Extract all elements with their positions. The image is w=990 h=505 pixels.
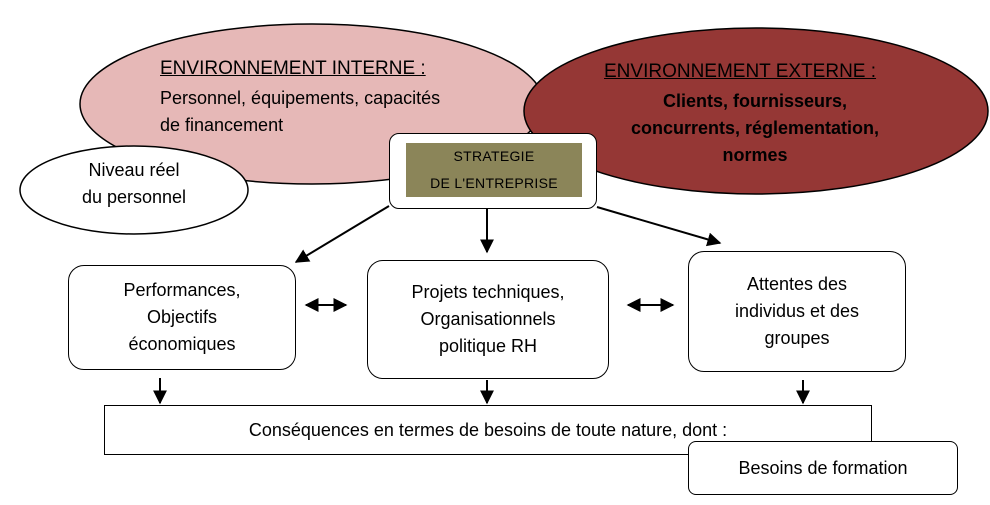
strategy-line: STRATEGIE [453,148,535,164]
internal-environment-text: Personnel, équipements, capacités de fin… [160,85,490,139]
external-environment-line: normes [722,145,788,165]
box-line: Attentes des [746,274,848,294]
box-line: économiques [128,334,236,354]
strategy-box: STRATEGIE DE L'ENTREPRISE [389,133,597,209]
box-line: Organisationnels [420,309,556,329]
performance-objectives-box: Performances, Objectifs économiques [68,265,296,370]
consequences-text: Conséquences en termes de besoins de tou… [248,419,728,440]
staff-level-line: du personnel [81,187,187,207]
strategy-label: STRATEGIE DE L'ENTREPRISE [406,143,582,197]
internal-environment-line: de financement [160,115,284,135]
box-line: Projets techniques, [411,282,565,302]
external-environment-ellipse [523,27,989,195]
strategy-line: DE L'ENTREPRISE [430,175,558,191]
box-line: individus et des [734,301,860,321]
arrow-strategy-to-expectations [596,206,722,247]
expectations-box: Attentes des individus et des groupes [688,251,906,372]
box-line: Performances, [123,280,241,300]
external-environment-title: ENVIRONNEMENT EXTERNE : [604,61,877,82]
box-line: politique RH [438,336,538,356]
external-environment-line: Clients, fournisseurs, [662,91,848,111]
external-environment-line: concurrents, réglementation, [630,118,880,138]
technical-projects-box: Projets techniques, Organisationnels pol… [367,260,609,379]
arrow-strategy-to-performance [294,205,390,263]
staff-level-line: Niveau réel [88,160,180,180]
staff-level-text: Niveau réel du personnel [34,157,234,211]
staff-level-ellipse [19,145,249,235]
box-line: groupes [764,328,830,348]
external-environment-text: Clients, fournisseurs, concurrents, régl… [605,88,905,169]
training-needs-box: Besoins de formation [688,441,958,495]
internal-environment-line: Personnel, équipements, capacités [160,88,441,108]
box-line: Objectifs [146,307,217,327]
training-needs-text: Besoins de formation [738,457,908,478]
internal-environment-title: ENVIRONNEMENT INTERNE : [160,58,426,79]
